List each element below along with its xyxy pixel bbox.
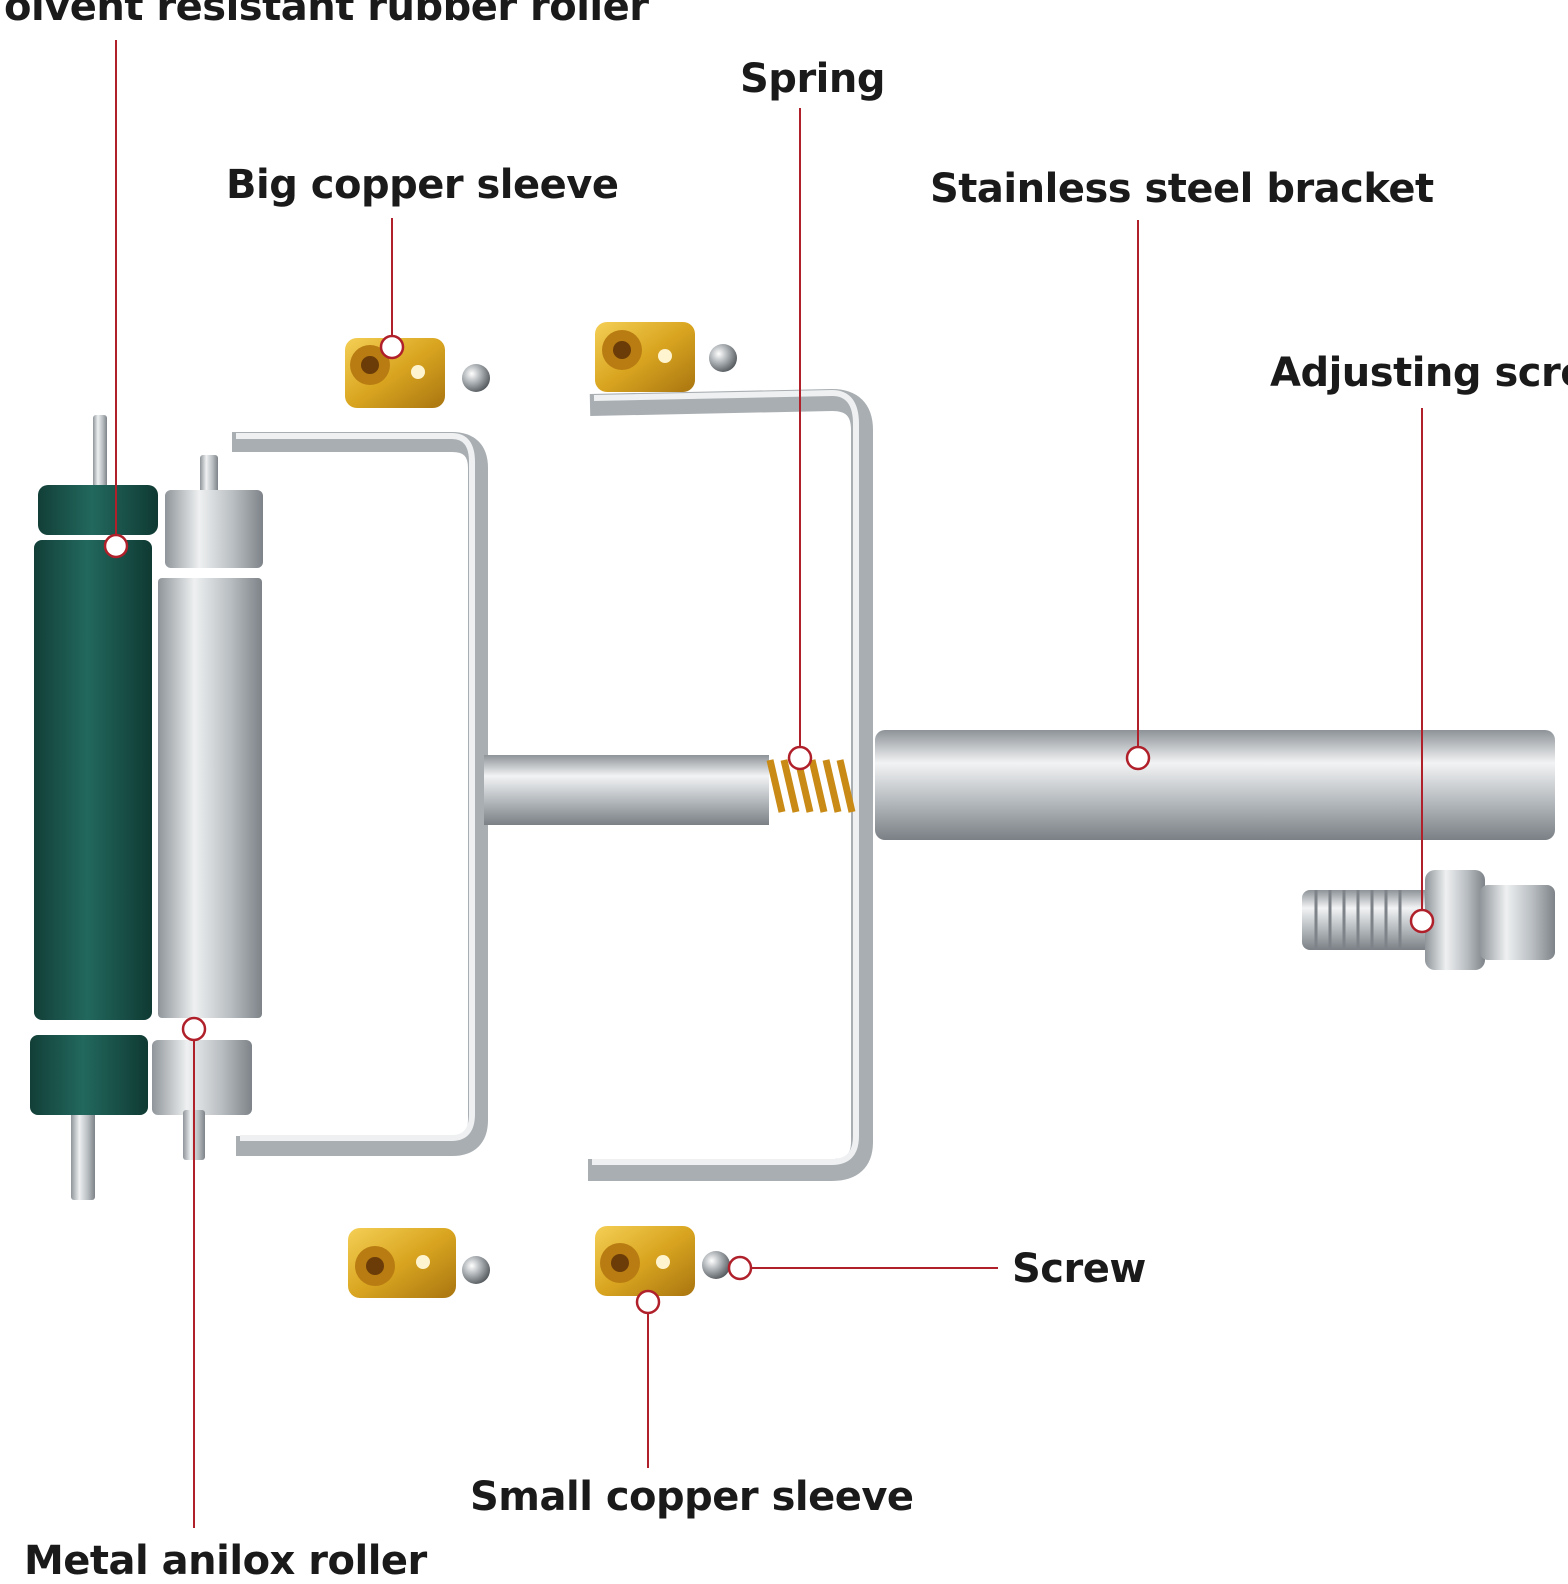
- rear-bracket: [588, 389, 873, 1181]
- label-screw: Screw: [1012, 1246, 1146, 1292]
- label-rubber-roller: olvent resistant rubber roller: [4, 0, 649, 30]
- big-copper-sleeve-front-top: [345, 338, 490, 408]
- main-shaft: [875, 730, 1555, 840]
- label-big-copper-sleeve: Big copper sleeve: [226, 162, 619, 208]
- spring: [766, 759, 856, 813]
- small-copper-sleeve-rear-bottom: [595, 1226, 730, 1296]
- anilox-roller: [152, 455, 263, 1160]
- inner-shaft: [484, 755, 769, 825]
- label-adjusting-screw: Adjusting screw: [1270, 350, 1568, 396]
- label-stainless-steel-bracket: Stainless steel bracket: [930, 166, 1434, 212]
- leader-dots: [103, 334, 1435, 1315]
- label-anilox-roller: Metal anilox roller: [24, 1538, 427, 1584]
- adjusting-screw: [1302, 870, 1555, 970]
- small-copper-sleeve-front-bottom: [348, 1228, 490, 1298]
- label-spring: Spring: [740, 56, 886, 102]
- label-small-copper-sleeve: Small copper sleeve: [470, 1474, 914, 1520]
- leader-lines: [115, 40, 1423, 1528]
- front-bracket: [232, 432, 488, 1156]
- rubber-roller: [30, 415, 158, 1200]
- big-copper-sleeve-rear-top: [595, 322, 737, 392]
